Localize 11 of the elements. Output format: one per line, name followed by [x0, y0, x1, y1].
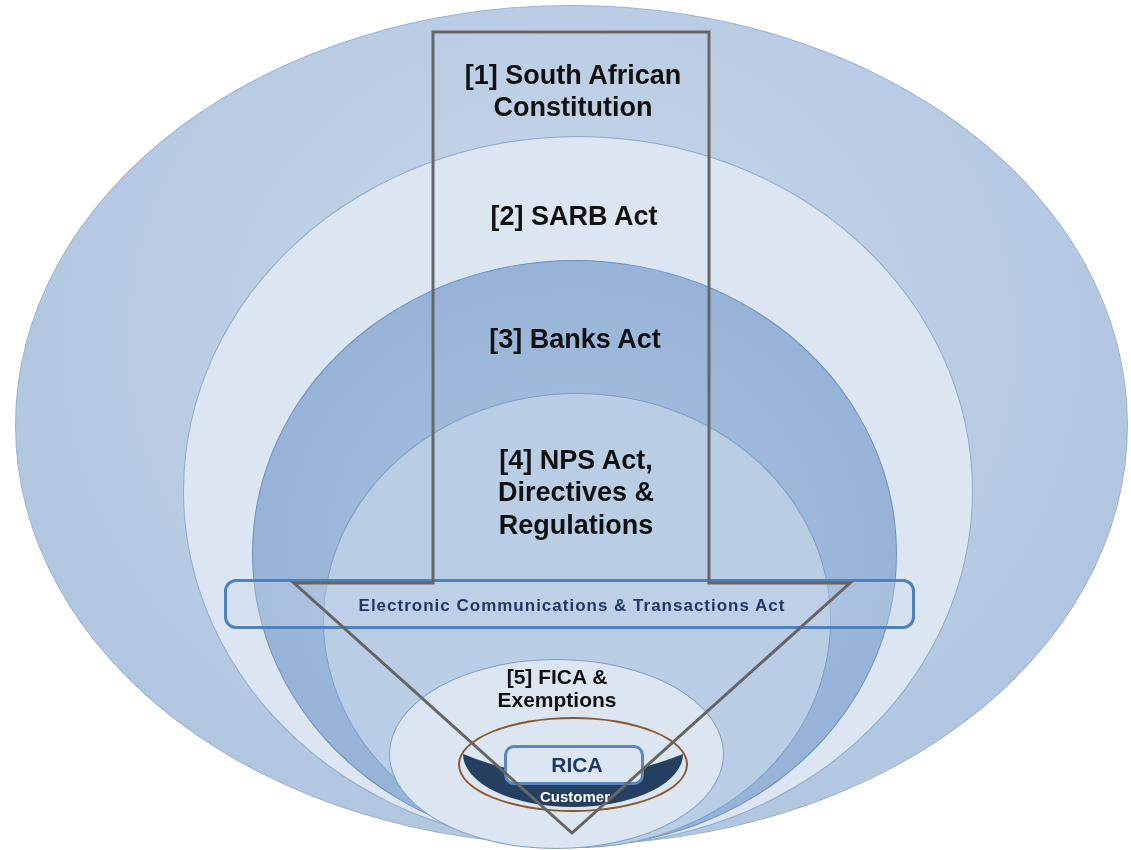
layer-label: [2] SARB Act	[489, 200, 659, 233]
band-label: Electronic Communications & Transactions Act	[357, 596, 787, 617]
layer-label: RICA	[550, 752, 604, 778]
customer-ellipse	[458, 717, 688, 812]
layer-label: [4] NPS Act, Directives & Regulations	[496, 444, 656, 542]
layer-label: [3] Banks Act	[488, 323, 662, 356]
act-band	[224, 579, 915, 629]
rica-box	[504, 745, 644, 785]
layer-label: [5] FICA & Exemptions	[496, 665, 618, 712]
layer-label: Customer	[539, 788, 611, 806]
layer-label: [1] South African Constitution	[463, 59, 683, 124]
